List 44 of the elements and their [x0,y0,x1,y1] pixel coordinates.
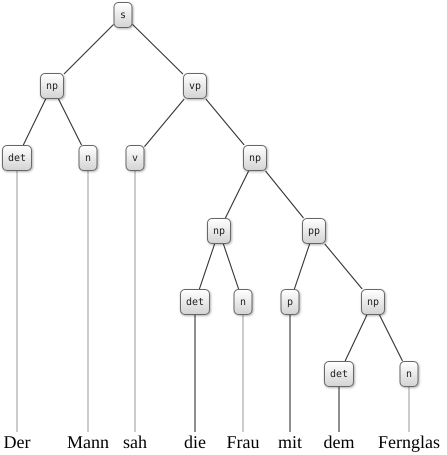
category-box: np [360,289,386,315]
tree-branch [379,314,403,362]
tree-branch [16,170,18,432]
word: sah [123,432,147,452]
category-box: np [242,145,268,171]
tree-branch [408,386,410,432]
category-box: det [180,289,210,315]
tree-branch [344,314,368,362]
tree-branch [338,387,340,432]
tree-branch [222,244,240,290]
tree-branch [64,24,114,74]
tree-branch [194,315,196,432]
word: dem [324,432,354,452]
word: die [184,432,206,452]
word: mit [278,432,302,452]
tree-branch [144,98,185,147]
word: Der [4,432,30,452]
tree-branch [58,98,82,146]
category-box: p [280,289,300,315]
category-box: n [400,361,418,387]
word: Fernglas [378,432,440,452]
word: Frau [226,432,260,452]
tree-branch [324,244,363,290]
tree-branch [289,315,291,432]
category-box: pp [302,218,326,244]
tree-branch [294,244,310,290]
tree-branch [265,170,304,218]
tree-branch [198,244,216,290]
tree-branch [22,98,46,146]
tree-branch [132,24,184,75]
tree-branch [224,170,250,218]
category-box: det [2,145,32,171]
category-box: n [78,145,98,171]
category-box: np [206,218,232,244]
word: Mann [67,432,109,452]
category-box: s [114,2,132,28]
category-box: v [126,145,144,171]
category-box: n [234,289,252,315]
category-box: det [324,361,354,387]
tree-branch [205,98,245,146]
category-box: np [40,73,64,99]
tree-branch [134,170,136,432]
tree-branch [242,314,244,432]
category-box: vp [182,73,208,99]
